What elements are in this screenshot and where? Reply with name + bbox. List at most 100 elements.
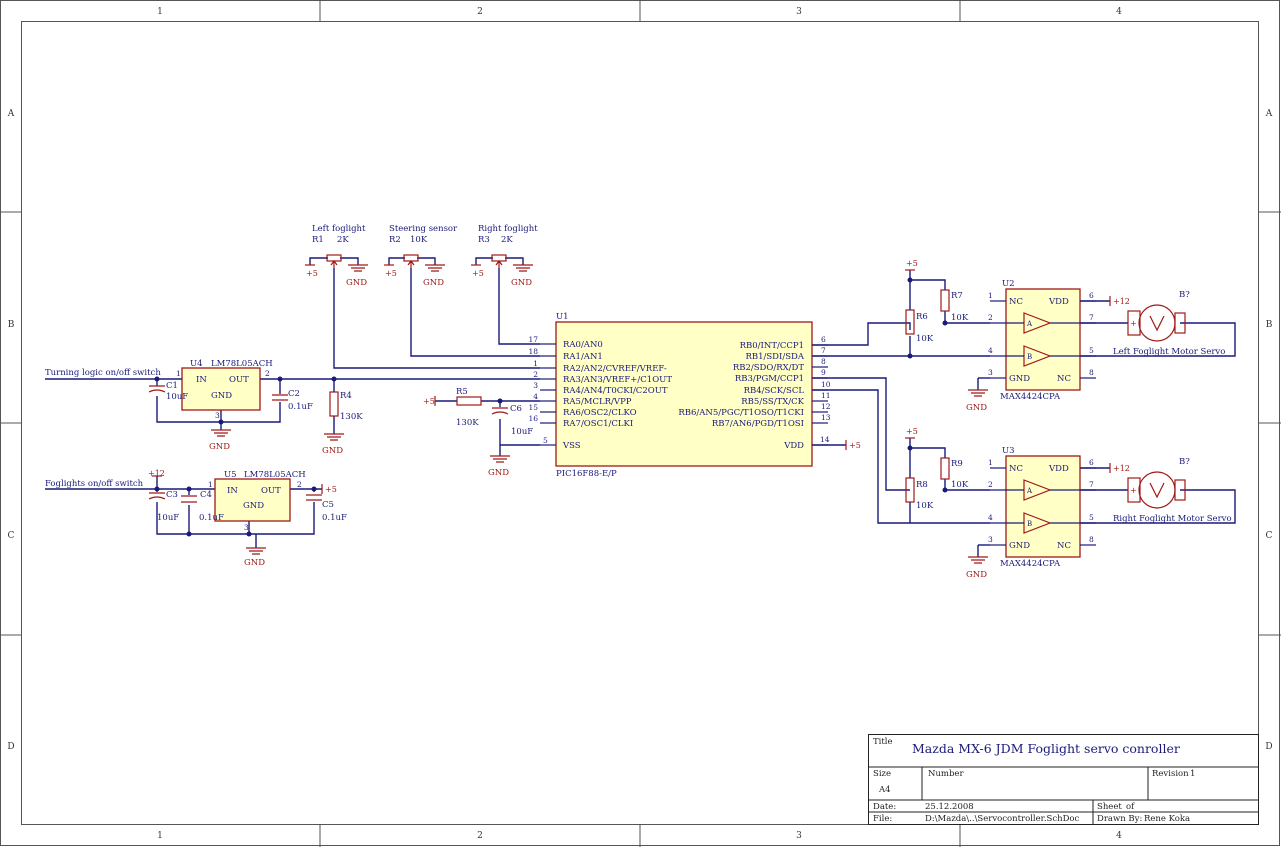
col-label-3-bottom: 3 — [796, 831, 802, 841]
ground-icon-u5 — [246, 547, 266, 555]
servo-motor-right-icon: + — [1127, 471, 1186, 509]
u1-pin-name-ra0: RA0/AN0 — [563, 340, 603, 350]
u3-pin8: 8 — [1089, 535, 1094, 544]
u1-pin-name-ra4: RA4/AN4/T0CKI/C2OUT — [563, 386, 668, 396]
u2-pin3: 3 — [988, 368, 993, 377]
u1-pin-name-rb4: RB4/SCK/SCL — [744, 386, 805, 396]
row-label-c: C — [8, 531, 15, 541]
capacitor-c1 — [148, 385, 166, 393]
c4-ref: C4 — [200, 490, 212, 500]
u3-pin2: 2 — [988, 480, 993, 489]
pot-r1-value: 2K — [337, 235, 349, 245]
u2-pin6: 6 — [1089, 291, 1094, 300]
gnd-label-r2: GND — [423, 278, 444, 288]
net-turning-logic: Turning logic on/off switch — [45, 368, 161, 378]
u2-part: MAX4424CPA — [1000, 392, 1061, 402]
ground-icon-u2 — [968, 389, 988, 397]
u2-gate-b: B — [1027, 353, 1032, 361]
servo-motor-left-icon: + — [1127, 304, 1186, 342]
resistor-r9 — [940, 457, 950, 480]
capacitor-c6 — [491, 407, 509, 415]
u1-pin-name-rb5: RB5/SS/TX/CK — [741, 397, 804, 407]
c1-value: 10uF — [166, 392, 188, 402]
u1-pin-name-vdd: VDD — [783, 441, 804, 451]
r9-value: 10K — [951, 480, 969, 490]
svg-text:+: + — [1130, 319, 1137, 328]
u3-gate-b: B — [1027, 520, 1032, 528]
resistor-r6 — [905, 309, 915, 335]
u4-pin3: 3 — [215, 411, 220, 420]
row-label-a: A — [7, 109, 15, 119]
port-label-5v-mclr: +5 — [423, 397, 435, 406]
sheet-label: Sheet — [1097, 802, 1122, 812]
c6-value: 10uF — [511, 427, 533, 437]
ground-icon-u3 — [968, 556, 988, 564]
row-label-b: B — [8, 320, 15, 330]
ground-icon-r1 — [348, 264, 368, 272]
u1-pin-num-18: 18 — [528, 347, 538, 356]
pot-r2-title: Steering sensor — [389, 224, 458, 234]
col-label-2-bottom: 2 — [477, 831, 483, 841]
size-label: Size — [873, 769, 891, 779]
r6-ref: R6 — [916, 312, 928, 322]
title-block — [868, 734, 1259, 825]
u3-part: MAX4424CPA — [1000, 559, 1061, 569]
resistor-r7 — [940, 289, 950, 312]
r5-ref: R5 — [456, 387, 468, 397]
col-label-4: 4 — [1116, 7, 1122, 17]
port-label-5v-r1: +5 — [306, 269, 318, 278]
c2-value: 0.1uF — [288, 402, 313, 412]
ground-icon-r4 — [324, 433, 344, 441]
gnd-label-u4: GND — [209, 442, 230, 452]
u3-gate-a: A — [1026, 487, 1033, 495]
microcontroller-u1 — [555, 321, 813, 467]
u1-pin-num-13: 13 — [821, 413, 831, 422]
port-label-12v-u3: +12 — [1113, 464, 1130, 473]
gnd-label-u2: GND — [966, 403, 987, 413]
pot-r1-title: Left foglight — [312, 224, 366, 234]
drawn-by-label: Drawn By: — [1097, 814, 1142, 824]
port-label-5v-vdd: +5 — [849, 441, 861, 450]
u5-pin3: 3 — [244, 523, 249, 532]
u5-gnd: GND — [243, 501, 264, 511]
ground-icon-u4 — [211, 429, 231, 437]
u2-pin5: 5 — [1089, 346, 1094, 355]
u1-pin-num-10: 10 — [821, 380, 831, 389]
u1-pin-num-4: 4 — [533, 392, 538, 401]
pot-r3-value: 2K — [501, 235, 513, 245]
driver-u2 — [1005, 288, 1081, 391]
u2-nc-left: NC — [1009, 297, 1023, 307]
file-value: D:\Mazda\..\Servocontroller.SchDoc — [925, 814, 1080, 824]
u1-pin-name-rb0: RB0/INT/CCP1 — [740, 341, 804, 351]
u1-pin-num-9: 9 — [821, 368, 826, 377]
gnd-label-u5: GND — [244, 558, 265, 568]
revision-value: 1 — [1190, 769, 1195, 779]
u1-pin-num-3: 3 — [533, 381, 538, 390]
ground-icon-r2 — [425, 264, 445, 272]
u1-pin-name-vss: VSS — [562, 441, 581, 451]
col-label-2: 2 — [477, 7, 483, 17]
capacitor-c3 — [148, 492, 166, 500]
port-label-5v-u2: +5 — [906, 259, 918, 268]
ground-icon-vss — [490, 455, 510, 463]
c5-ref: C5 — [322, 500, 334, 510]
u3-pin4: 4 — [988, 513, 993, 522]
pot-r2 — [403, 254, 419, 268]
u1-pin-name-rb2: RB2/SDO/RX/DT — [733, 363, 805, 373]
u1-pin-num-8: 8 — [821, 357, 826, 366]
date-value: 25.12.2008 — [925, 802, 974, 812]
pot-r2-ref: R2 — [389, 235, 401, 245]
u1-pin-name-rb3: RB3/PGM/CCP1 — [735, 374, 804, 384]
port-label-12v-c3: +12 — [148, 469, 165, 478]
ground-symbols — [211, 264, 988, 564]
c4-value: 0.1uF — [199, 513, 224, 523]
row-label-d-right: D — [1265, 742, 1272, 752]
file-label: File: — [873, 814, 892, 824]
u2-pin1: 1 — [988, 291, 993, 300]
u1-pin-name-ra2: RA2/AN2/CVREF/VREF- — [563, 364, 667, 374]
u3-gnd: GND — [1009, 541, 1030, 551]
u2-pin7: 7 — [1089, 313, 1094, 322]
r9-ref: R9 — [951, 459, 963, 469]
u1-pin-num-16: 16 — [528, 414, 538, 423]
u3-ref: U3 — [1002, 446, 1015, 456]
